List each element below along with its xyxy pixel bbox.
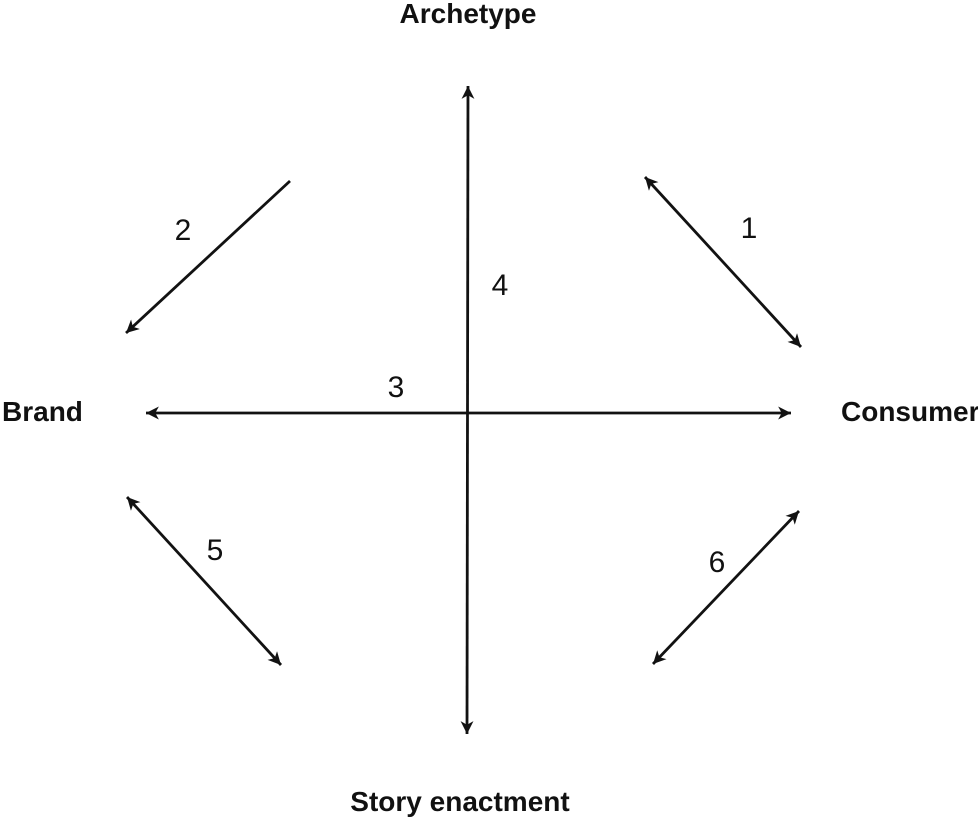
arrow-1 bbox=[643, 176, 803, 348]
arrow-label-2: 2 bbox=[175, 214, 192, 247]
arrow-6 bbox=[651, 510, 801, 665]
pole-label-consumer: Consumer bbox=[841, 396, 978, 427]
arrow-label-6: 6 bbox=[709, 546, 726, 579]
arrow-label-3: 3 bbox=[388, 371, 405, 404]
arrow-5 bbox=[125, 496, 283, 666]
arrow-label-5: 5 bbox=[207, 534, 224, 567]
pole-label-brand: Brand bbox=[2, 396, 83, 427]
pole-label-story-enactment: Story enactment bbox=[350, 786, 570, 817]
arrow-label-4: 4 bbox=[492, 269, 509, 302]
arrow-4 bbox=[460, 85, 475, 735]
arrow-2 bbox=[125, 179, 291, 335]
pole-label-archetype: Archetype bbox=[399, 0, 537, 29]
arrow-label-1: 1 bbox=[741, 212, 758, 245]
